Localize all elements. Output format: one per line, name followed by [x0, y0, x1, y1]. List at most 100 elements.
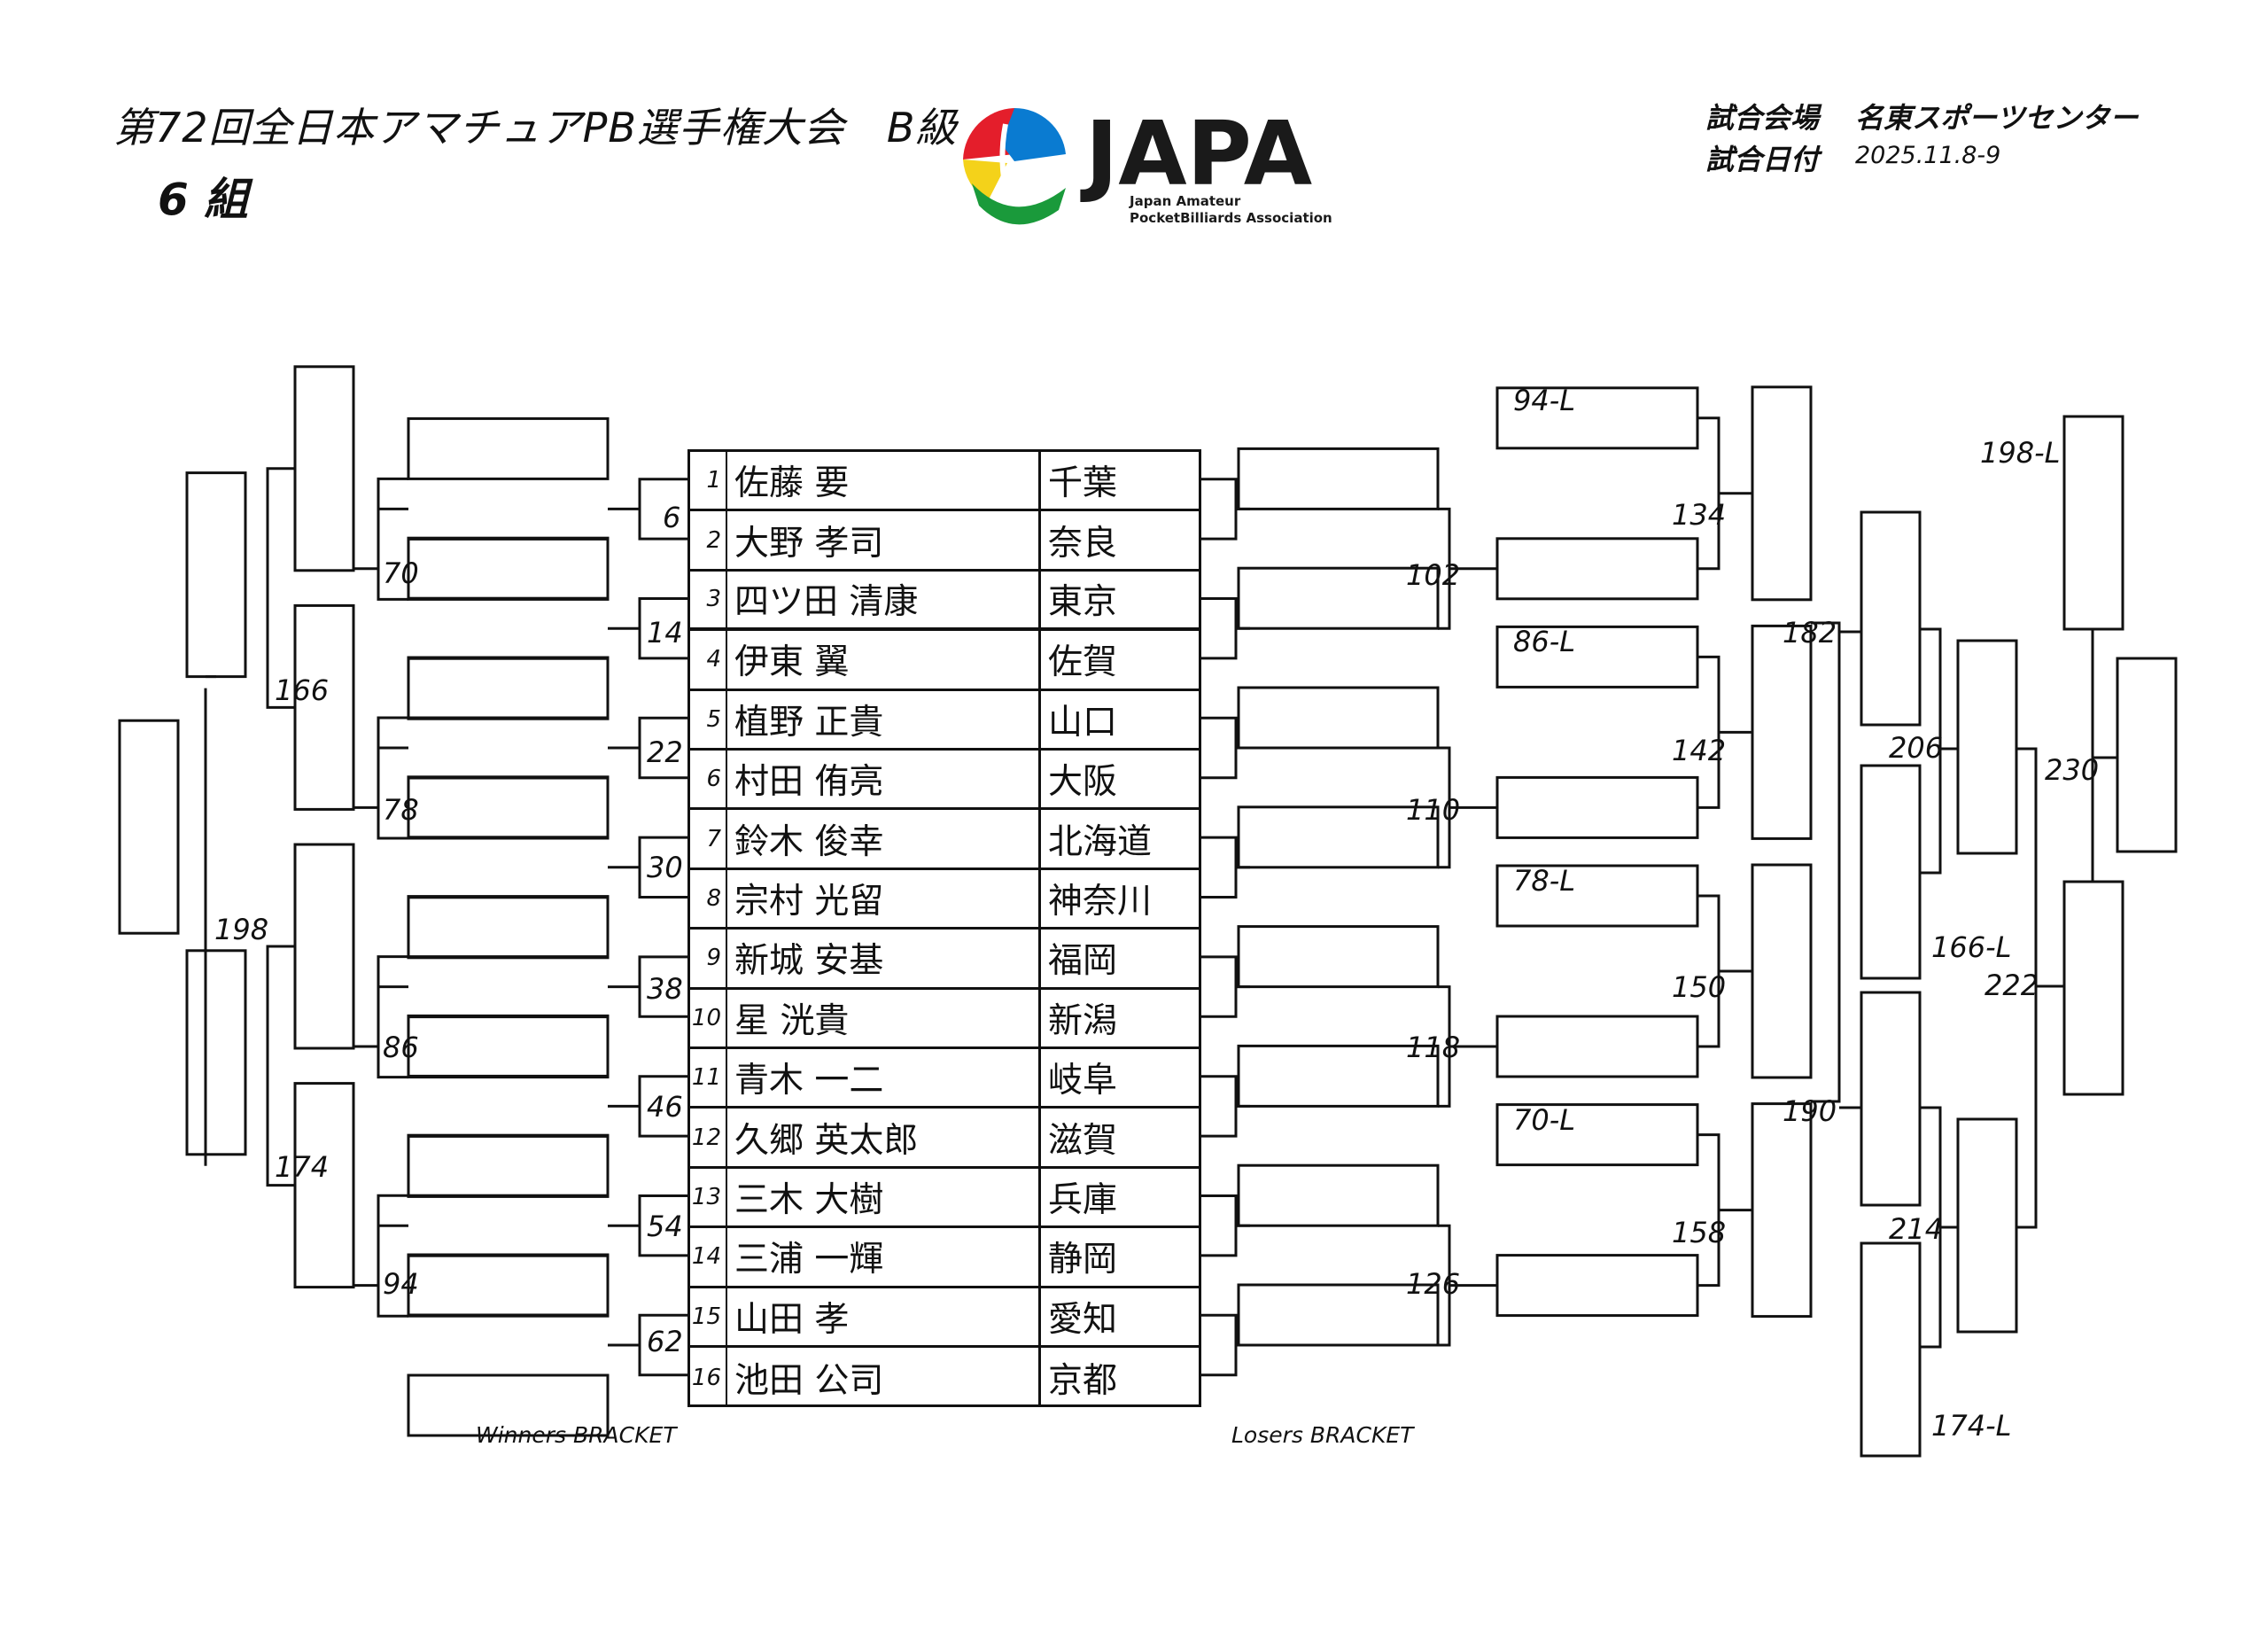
lb-r1-connector — [1201, 1075, 1238, 1138]
player-name: 宗村 光留 — [727, 869, 1041, 928]
lb-r2-match-number: 134 — [1672, 498, 1727, 532]
bracket-line — [1811, 621, 1841, 1103]
lb-r6-slot — [2062, 415, 2124, 631]
lb-r3-slot — [1751, 863, 1813, 1079]
wb-r2-slot — [407, 895, 610, 959]
lb-r2-slot — [1495, 775, 1699, 839]
lb-r4-match-number: 214 — [1889, 1212, 1944, 1246]
wb-r2-slot — [407, 1015, 610, 1079]
lb-r4-slot — [1860, 991, 1922, 1207]
seed-number: 4 — [690, 631, 727, 689]
player-name: 三浦 一輝 — [727, 1228, 1041, 1286]
player-prefecture: 千葉 — [1048, 463, 1118, 504]
player-prefecture: 愛知 — [1048, 1299, 1118, 1340]
lb-r4-slot — [1860, 1241, 1922, 1458]
wb-r2-slot — [407, 1254, 610, 1318]
bracket-line — [2016, 747, 2038, 1229]
wb-r2-match-number: 78 — [383, 793, 419, 827]
seed-number: 2 — [690, 511, 727, 569]
wb-r2-slot — [407, 1373, 610, 1437]
player-name: 三木 大樹 — [727, 1168, 1041, 1226]
bracket-line — [1920, 627, 1942, 875]
lb-r1-match-number: 126 — [1406, 1267, 1461, 1301]
lb-r3-slot — [1751, 624, 1813, 840]
player-prefecture: 滋賀 — [1048, 1120, 1118, 1161]
lb-dropin-label: 94-L — [1513, 384, 1576, 417]
lb-r1-slot — [1237, 566, 1440, 630]
player-name: 青木 一二 — [727, 1049, 1041, 1107]
wb-r2-slot — [407, 657, 610, 720]
player-name: 鈴木 俊幸 — [727, 810, 1041, 867]
bracket-line — [377, 955, 408, 1079]
date-label: 試合日付 — [1705, 143, 1820, 176]
wb-r1-match-number: 62 — [647, 1325, 683, 1358]
lb-r1-match-number: 102 — [1406, 558, 1461, 592]
lb-r5-slot — [1956, 1117, 2018, 1334]
lb-r3-slot — [1751, 385, 1813, 602]
seed-number: 12 — [690, 1109, 727, 1166]
wb-r3-match-number: 166 — [275, 673, 330, 707]
wb-r2-slot — [407, 656, 610, 720]
wb-r2-slot — [407, 1253, 610, 1317]
lb-r6-slot — [2062, 880, 2124, 1096]
lb-r1-connector — [1201, 836, 1238, 899]
wb-r3-match-number: 174 — [275, 1150, 330, 1184]
bracket-line — [377, 477, 408, 601]
wb-r3-slot — [293, 843, 355, 1050]
wb-r3-slot — [293, 603, 355, 811]
player-name: 村田 侑亮 — [727, 751, 1041, 808]
player-name: 伊東 翼 — [727, 631, 1041, 689]
wb-r1-match-number: 54 — [647, 1210, 683, 1243]
lb-r3-match-number: 190 — [1783, 1094, 1837, 1128]
bracket-line — [266, 467, 295, 709]
seed-number: 15 — [690, 1288, 727, 1345]
seed-number: 6 — [690, 751, 727, 808]
seed-number: 3 — [690, 571, 727, 628]
lb-r2-slot — [1495, 1015, 1699, 1078]
bracket-line — [266, 945, 295, 1187]
lb-r1-match-number: 110 — [1406, 793, 1461, 827]
wb-r2-slot — [407, 416, 610, 480]
player-prefecture: 佐賀 — [1048, 642, 1118, 683]
lb-r4-slot — [1860, 764, 1922, 980]
lb-r1-slot — [1237, 1044, 1440, 1108]
player-name: 久郷 英太郎 — [727, 1109, 1041, 1166]
lb-r1-slot — [1237, 686, 1440, 750]
lb-r2-match-number: 150 — [1672, 970, 1727, 1004]
lb-r1-connector — [1201, 597, 1238, 660]
player-name: 池田 公司 — [727, 1348, 1041, 1408]
wb-r3-slot — [293, 1082, 355, 1289]
wb-r1-match-number: 38 — [647, 972, 683, 1006]
player-name: 四ツ田 清康 — [727, 571, 1041, 628]
lb-r1-connector — [1201, 1194, 1238, 1257]
player-prefecture: 京都 — [1048, 1360, 1118, 1401]
group-label: 6 組 — [158, 174, 249, 225]
lb-r4-match-number: 206 — [1889, 731, 1944, 765]
wb-r1-match-number: 14 — [647, 616, 683, 650]
japa-logo: JAPA Japan Amateur PocketBilliards Assoc… — [963, 102, 1332, 226]
wb-r1-match-number: 46 — [647, 1090, 683, 1124]
bracket-line — [377, 716, 408, 840]
lb-r5-match-number: 222 — [1984, 969, 2039, 1002]
wb-final-slot — [118, 719, 180, 935]
lb-r3-slot — [1751, 1102, 1813, 1319]
player-prefecture: 静岡 — [1048, 1240, 1118, 1280]
player-name: 植野 正貴 — [727, 690, 1041, 748]
seed-number: 16 — [690, 1348, 727, 1408]
wb-r2-slot — [407, 537, 610, 601]
logo-subtitle-2: PocketBilliards Association — [1130, 210, 1332, 226]
lb-r4-slot — [1860, 510, 1922, 727]
wb-r1-match-number: 6 — [663, 501, 681, 534]
bracket-line — [377, 1194, 408, 1318]
player-name: 大野 孝司 — [727, 511, 1041, 569]
wb-r1-match-number: 30 — [647, 851, 683, 884]
